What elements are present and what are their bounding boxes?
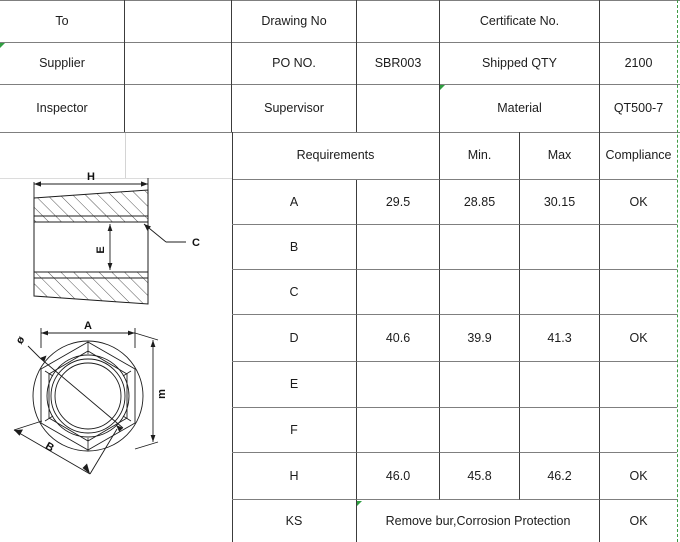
header-cell-drawing-no-label: Drawing No [232,0,357,42]
header-cell-supplier-label: Supplier [0,42,125,84]
gridline-faint-horizontal [0,178,232,179]
table-row-actual[interactable] [357,362,440,408]
table-row-actual[interactable]: 29.5 [357,180,440,225]
svg-text:ø: ø [14,334,28,347]
table-row-actual[interactable] [357,408,440,453]
table-row-item: F [232,408,357,453]
header-cell-to-value[interactable] [125,0,232,42]
table-row-compliance[interactable] [600,225,677,270]
table-row-compliance[interactable]: OK [600,453,677,500]
comment-marker-icon [0,43,5,48]
svg-text:E: E [95,246,107,253]
table-row-actual[interactable]: 40.6 [357,315,440,362]
svg-text:m: m [156,389,168,399]
table-row-min[interactable] [440,270,520,315]
comment-marker-icon [440,85,445,90]
table-header-compliance: Compliance [600,132,677,180]
table-row-max[interactable] [520,225,600,270]
table-row-item: H [232,453,357,500]
header-cell-po-no-value[interactable]: SBR003 [357,42,440,84]
row-rule-top [0,0,680,1]
table-header-max: Max [520,132,600,180]
table-note-row-item: KS [232,500,357,542]
table-row-min[interactable]: 28.85 [440,180,520,225]
table-row-compliance[interactable] [600,408,677,453]
header-cell-po-no-label: PO NO. [232,42,357,84]
cross-section-view: H E C [20,168,220,313]
header-cell-drawing-no-value[interactable] [357,0,440,42]
header-cell-inspector-value[interactable] [125,84,232,132]
gridline-faint-vertical [125,132,126,178]
table-row-actual[interactable] [357,270,440,315]
table-row-actual[interactable] [357,225,440,270]
table-note-row-compliance[interactable]: OK [629,513,648,528]
header-cell-supplier-value[interactable] [125,42,232,84]
table-header-requirements: Requirements [232,132,440,180]
row-rule-1 [0,42,680,43]
comment-marker-icon [357,501,362,506]
table-row-max[interactable] [520,408,600,453]
table-row-min[interactable]: 39.9 [440,315,520,362]
header-cell-material-label: Material [440,84,600,132]
header-cell-to-label: To [0,0,125,42]
svg-text:C: C [192,237,200,249]
page-break-guide [677,0,678,542]
table-row-max[interactable]: 41.3 [520,315,600,362]
table-row-min[interactable] [440,362,520,408]
header-cell-certificate-no-value[interactable] [600,0,677,42]
table-row-item: A [232,180,357,225]
table-row-item: E [232,362,357,408]
table-row-compliance[interactable]: OK [600,180,677,225]
header-cell-supervisor-value[interactable] [357,84,440,132]
table-row-min[interactable]: 45.8 [440,453,520,500]
table-row-item: D [232,315,357,362]
header-cell-shipped-qty-value[interactable]: 2100 [624,55,653,70]
table-header-min: Min. [440,132,520,180]
table-row-item: C [232,270,357,315]
table-row-compliance[interactable] [600,362,677,408]
header-cell-inspector-label: Inspector [0,84,125,132]
table-row-item: B [232,225,357,270]
header-cell-supervisor-label: Supervisor [232,84,357,132]
table-row-max[interactable]: 46.2 [520,453,600,500]
row-rule-3 [0,132,680,133]
table-row-min[interactable] [440,408,520,453]
table-row-compliance[interactable]: OK [600,315,677,362]
svg-text:H: H [87,171,95,183]
table-row-min[interactable] [440,225,520,270]
table-row-max[interactable]: 30.15 [520,180,600,225]
header-cell-shipped-qty-label: Shipped QTY [440,42,600,84]
header-cell-material-value[interactable]: QT500-7 [613,100,664,115]
table-row-max[interactable] [520,362,600,408]
row-rule-2 [0,84,680,85]
table-left-edge [232,132,233,542]
hex-nut-plan-view: A m B [10,318,190,478]
svg-text:A: A [84,320,92,332]
table-row-actual[interactable]: 46.0 [357,453,440,500]
table-row-max[interactable] [520,270,600,315]
table-note-row-text[interactable]: Remove bur,Corrosion Protection [357,500,600,542]
header-cell-certificate-no-label: Certificate No. [440,0,600,42]
table-row-compliance[interactable] [600,270,677,315]
svg-text:B: B [43,440,56,454]
